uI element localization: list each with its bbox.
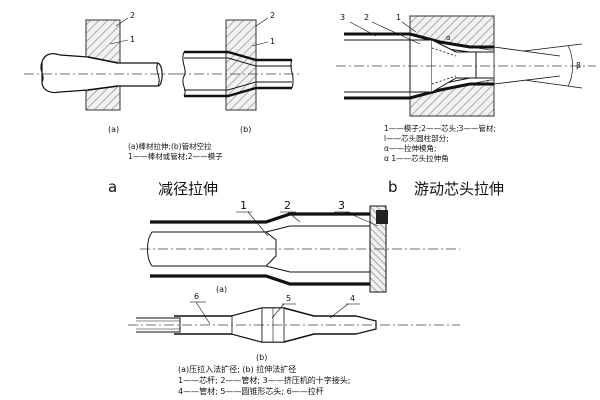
leader-r-1 [401,21,417,33]
figure-b-tube-drawing: 2 1 (b) [176,11,300,134]
callout-p-3: 3 [338,199,345,212]
legend-topright-line3: α——拉伸模角; [384,143,436,153]
callout-r-beta: β [576,61,581,70]
leader-p-3 [345,211,379,227]
leader-b-1 [251,41,269,47]
callout-r-2: 2 [364,13,369,22]
leader-b-2 [255,17,269,27]
callout-r-1: 1 [396,13,401,22]
tube-b-break [182,51,186,97]
leader-p-2 [287,211,301,223]
tube-b-break-right [290,59,294,89]
legend-topright-line4: α 1——芯头拉伸角 [384,153,449,163]
figure-draw-expansion: 6 5 4 (b) [128,292,460,362]
leader-r-3 [349,21,377,37]
tube-push-inner [265,225,376,273]
tube-b-inner [184,57,292,91]
leader-r-2 [371,21,421,45]
legend-topright-line2: l——芯头圆柱部分; [384,133,449,143]
legend-bottom-line2: 1——芯杆; 2——管材; 3——挤压机的十字接头; [178,375,350,385]
callout-r-3: 3 [340,13,345,22]
tube-push-outer [150,212,376,286]
leader-a-1 [109,39,129,45]
leader-d-6 [195,301,211,325]
tube-plug-outer [344,32,494,100]
legend-topleft-line2: 1——棒材或管材;2——模子 [128,151,223,161]
label-fig-b: (b) [240,125,251,134]
callout-b-1: 1 [270,37,275,46]
rod-die-contact [87,56,119,91]
leader-d-4 [329,303,349,319]
rod [41,53,163,94]
leader-a-2 [115,17,129,27]
callout-a-1: 1 [130,35,135,44]
callout-b-2: 2 [270,11,275,20]
leader-p-1 [247,211,269,237]
caption-a-letter: a [108,178,118,196]
figure-a-rod-drawing: 2 1 (a) [24,11,176,134]
tube-b-outer [184,50,292,98]
callout-p-1: 1 [240,199,247,212]
rod-break-left [40,61,44,83]
callout-r-alpha: α [446,34,451,42]
die-angle-rays [493,43,583,89]
leader-d-5 [271,303,285,319]
label-fig-push: (a) [216,285,227,294]
die-b [225,19,257,111]
legend-bottom-line3: 4——管材; 5——圆锥形芯头; 6——拉杆 [178,386,324,396]
callout-d-6: 6 [194,292,199,301]
label-fig-a: (a) [108,125,119,134]
callout-d-4: 4 [350,294,355,303]
legend-topright-line1: 1——模子;2——芯头;3——管材; [384,123,496,133]
callout-d-5: 5 [286,294,291,303]
legend-bottom-line1: (a)压拉入法扩径; (b) 拉伸法扩径 [178,364,296,374]
pull-rod-inner [136,320,180,330]
caption-b-letter: b [388,178,398,196]
pull-rod [136,317,181,333]
legend-topleft-line1: (a)棒材拉伸;(b)管材空拉 [128,141,212,151]
caption-a-text: 减径拉伸 [158,180,219,198]
figure-floating-plug: 3 2 1 α β [336,13,596,117]
crosshead-cap [376,210,388,224]
callout-p-2: 2 [284,199,291,212]
plug-hatch-line [431,47,457,85]
callout-a-2: 2 [130,11,135,20]
figure-push-expansion: 1 2 3 (a) [140,199,460,294]
mandrel-rod [147,231,277,267]
caption-b-text: 游动芯头拉伸 [414,180,505,198]
label-fig-draw: (b) [256,353,267,362]
